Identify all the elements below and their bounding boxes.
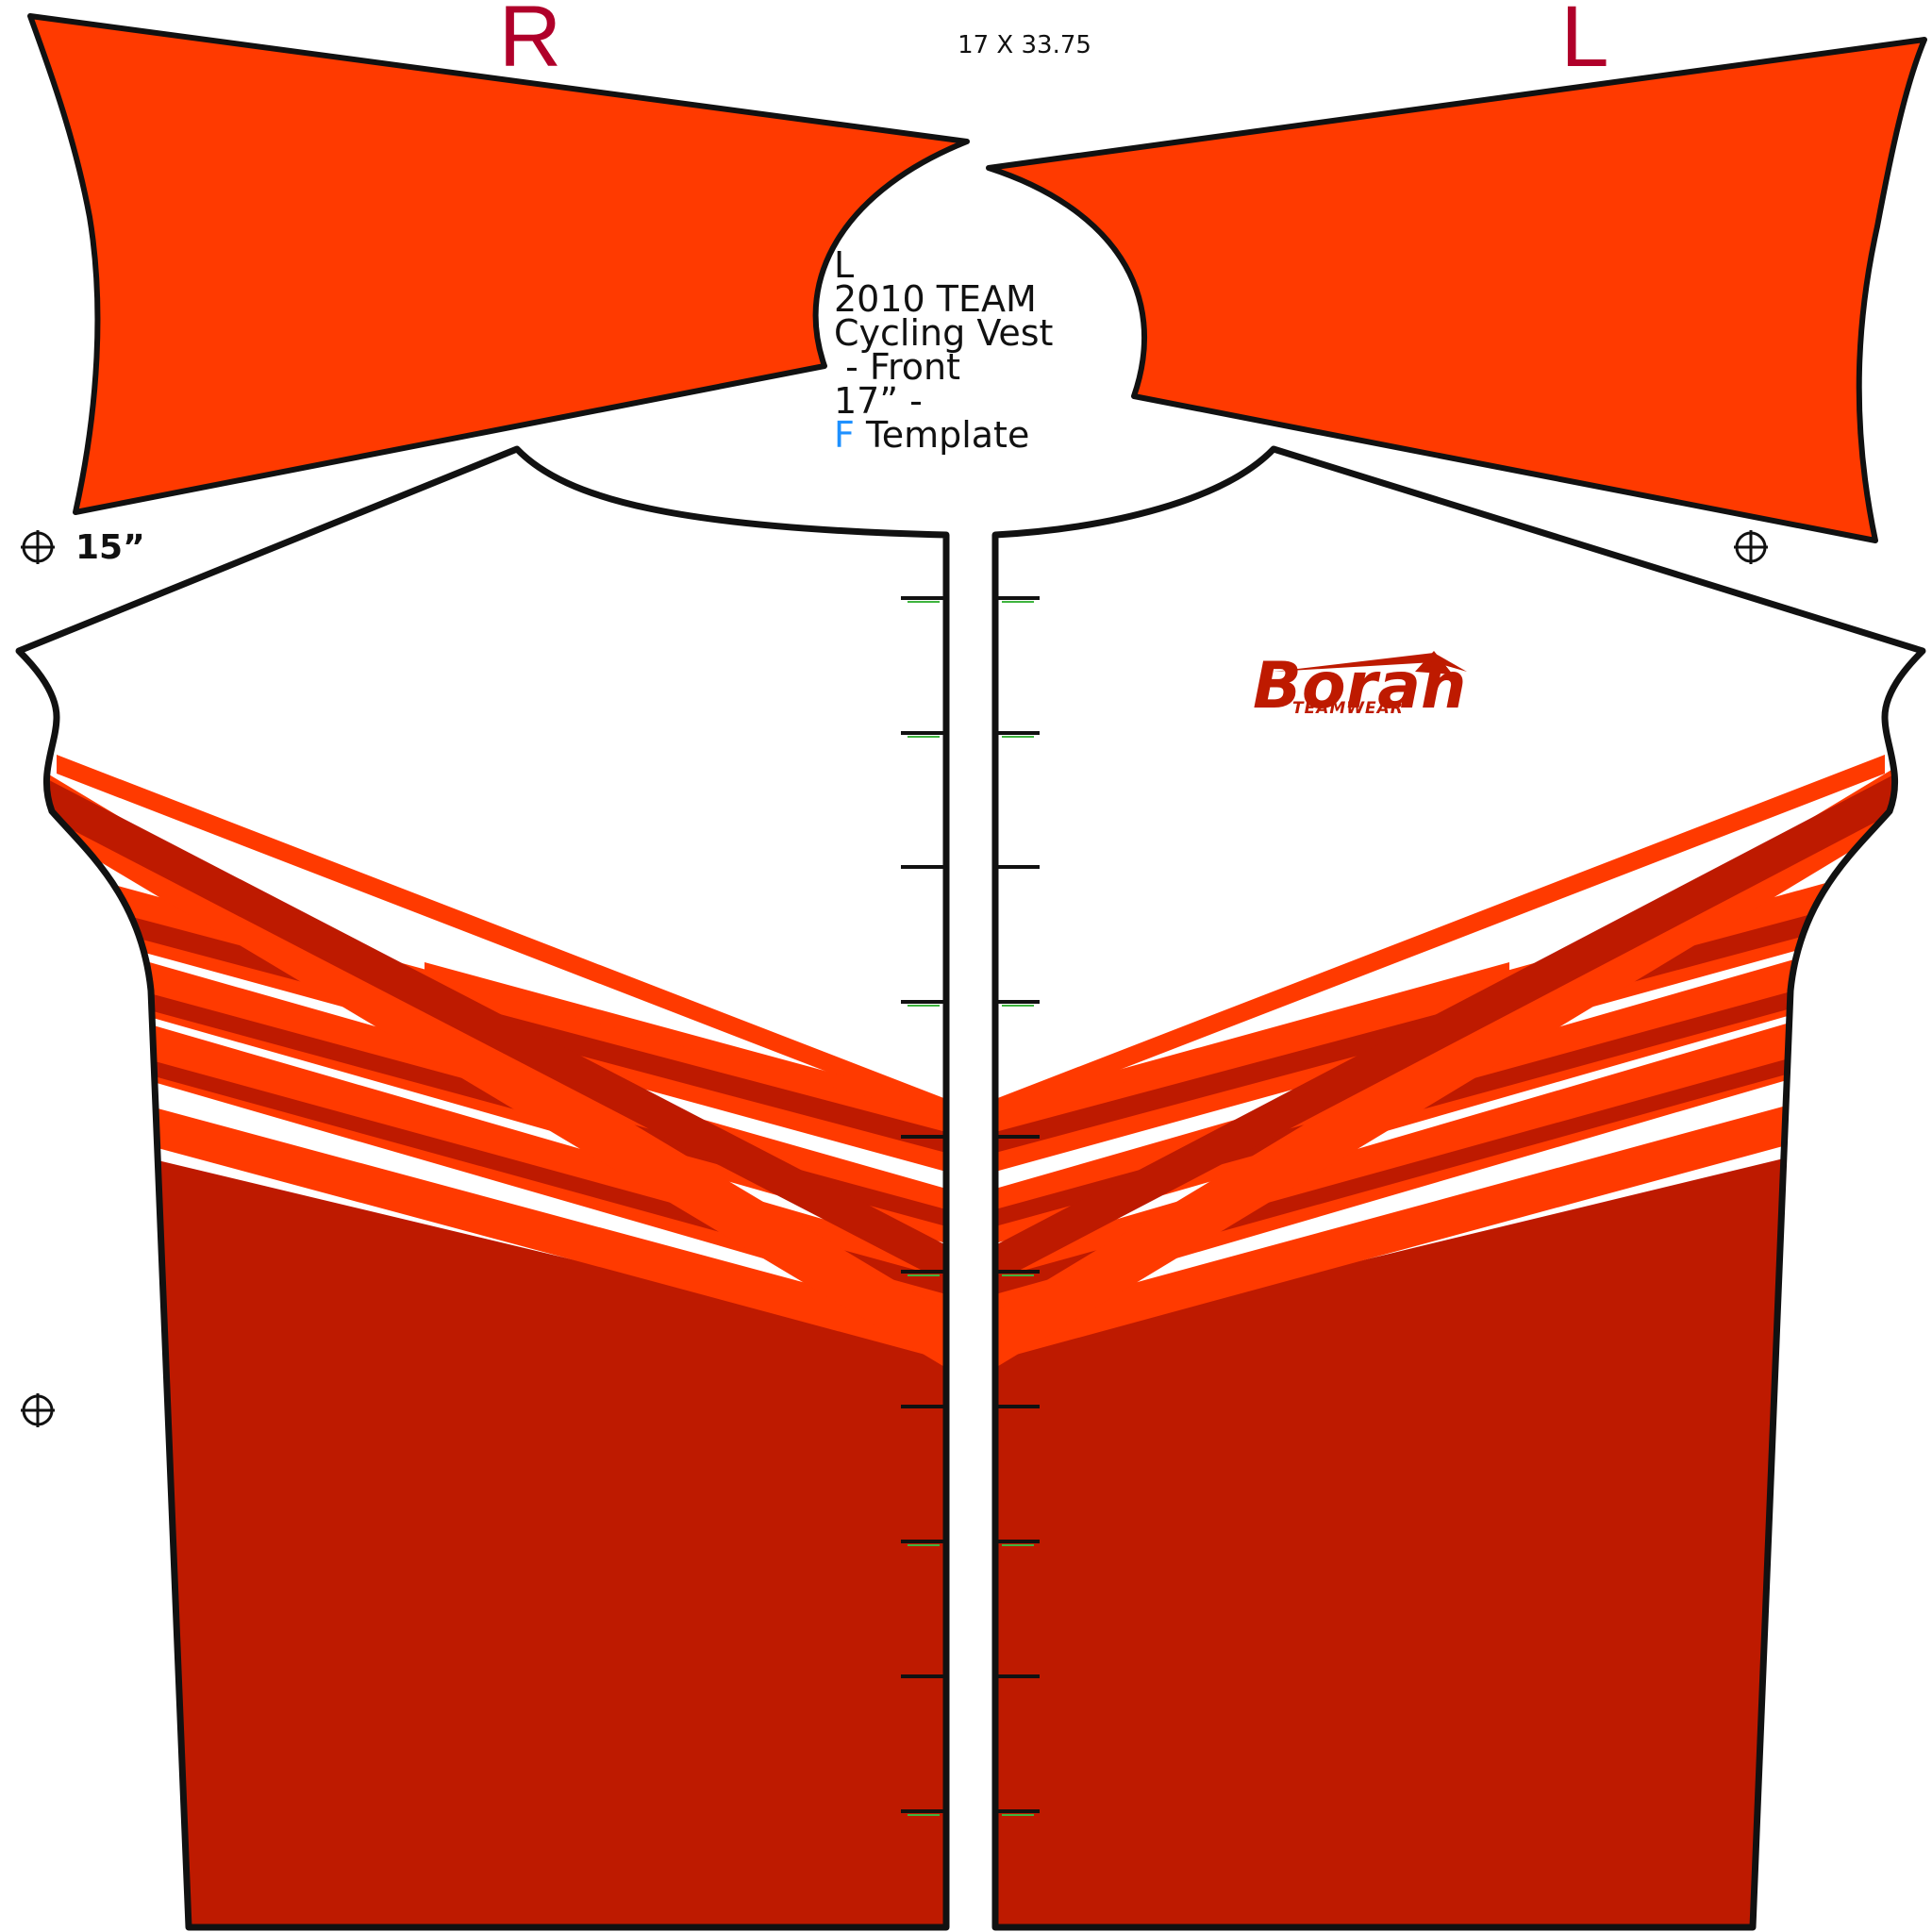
right-side-label: R [499, 0, 561, 85]
dimension-label: 17 X 33.75 [958, 31, 1091, 59]
info-line-4: - Front [834, 346, 960, 388]
right-shoulder-panel [27, 13, 970, 515]
left-front-panel [991, 445, 1926, 1931]
right-front-panel [15, 445, 950, 1931]
info-f-prefix: F [834, 414, 855, 456]
crosshair-icon [21, 530, 55, 564]
info-line-5: 17” - [834, 380, 923, 422]
left-side-label: L [1560, 0, 1608, 85]
info-line-6: F Template [834, 414, 1029, 456]
info-line-1: L [834, 244, 854, 286]
mountain-icon [1274, 653, 1467, 672]
logo-tagline: TEAMWEAR [1292, 699, 1404, 718]
measure-label: 15” [75, 528, 145, 567]
zipper-tick-accents [908, 601, 1034, 1816]
zipper-ticks-right [901, 596, 943, 1813]
info-line-3: Cycling Vest [834, 312, 1053, 354]
logo-name: Borah [1253, 649, 1466, 724]
left-shoulder-panel [986, 37, 1927, 543]
info-line-2: 2010 TEAM [834, 278, 1037, 320]
zipper-ticks-left [998, 596, 1040, 1813]
crosshair-icon [21, 1393, 55, 1427]
crosshair-icon [1734, 530, 1768, 564]
template-info: L 2010 TEAM Cycling Vest - Front 17” - F… [834, 244, 1053, 456]
borah-logo: Borah TEAMWEAR [1253, 649, 1467, 724]
info-template-suffix: Template [855, 414, 1029, 456]
